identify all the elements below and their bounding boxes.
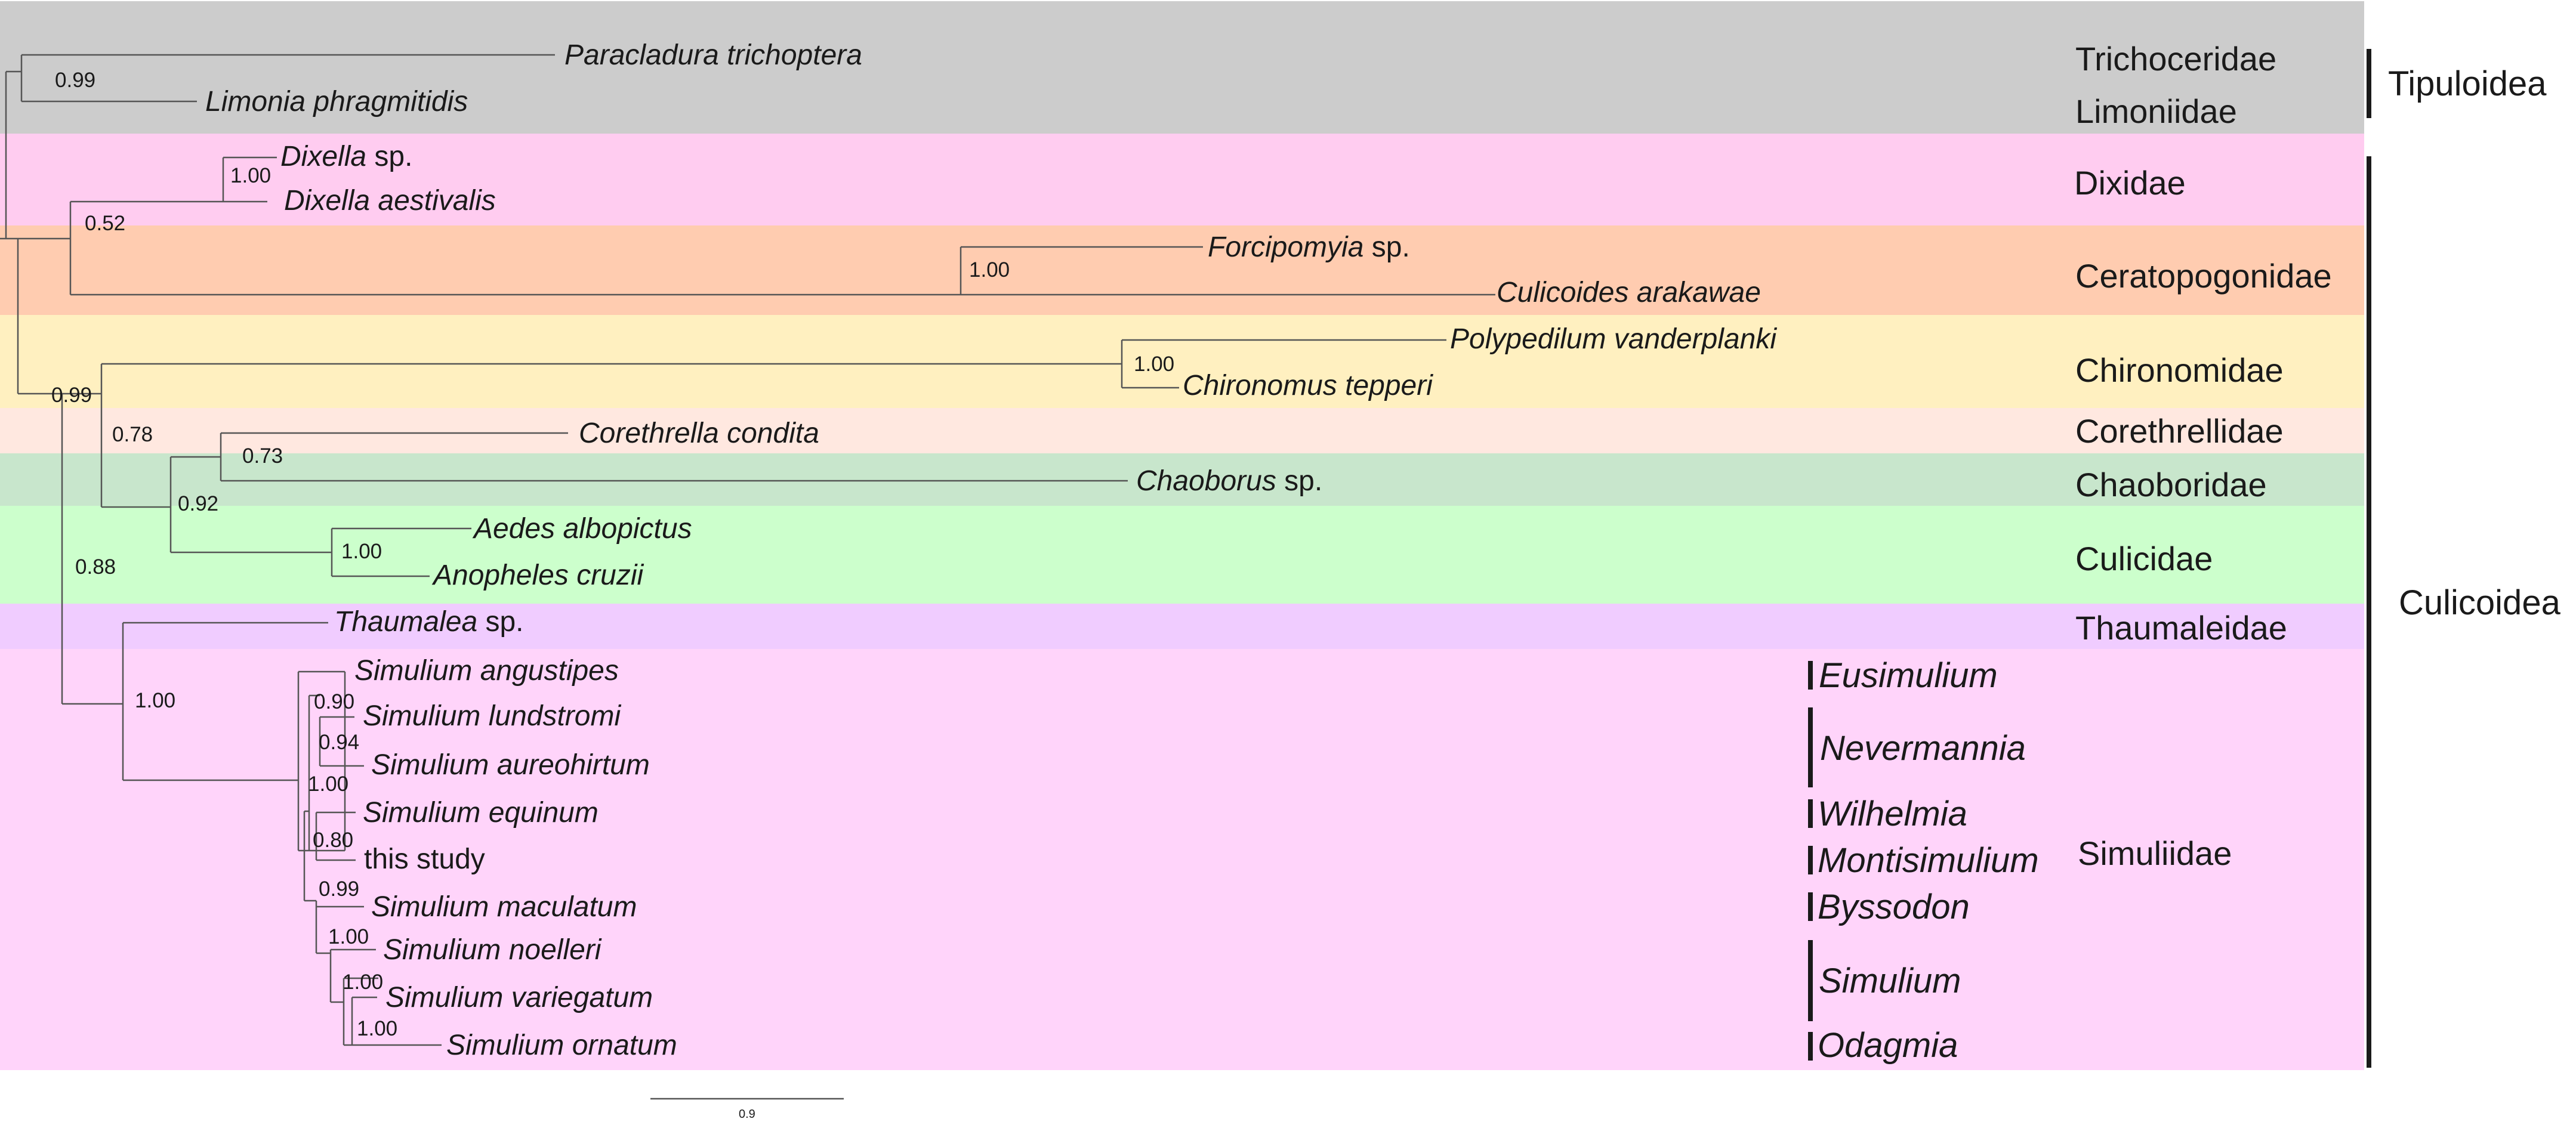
superfamily-label: Tipuloidea bbox=[2388, 64, 2547, 103]
subgenus-label: Simulium bbox=[1819, 962, 1961, 1000]
subgenus-labels: Eusimulium Nevermannia Wilhelmia Montisi… bbox=[1818, 656, 2039, 1065]
support-value: 1.00 bbox=[357, 1017, 397, 1040]
taxon-label: Simulium variegatum bbox=[385, 982, 653, 1013]
support-value: 0.90 bbox=[314, 690, 354, 713]
taxon-label: Dixella sp. bbox=[280, 141, 412, 172]
branch-dixella bbox=[222, 156, 277, 203]
tree-branches bbox=[0, 54, 1495, 1046]
band-tipuloidea bbox=[0, 1, 2364, 134]
band-corethrellidae bbox=[0, 408, 2364, 453]
subgenus-label: Nevermannia bbox=[1820, 729, 2026, 768]
family-label: Chaoboridae bbox=[2075, 466, 2267, 503]
superfamily-label: Culicoidea bbox=[2399, 583, 2561, 622]
support-value: 0.73 bbox=[242, 444, 283, 468]
branch-chironomidae bbox=[1121, 339, 1446, 389]
support-value: 0.94 bbox=[319, 731, 359, 754]
taxon-label: Simulium maculatum bbox=[371, 891, 637, 923]
support-value: 1.00 bbox=[135, 689, 175, 712]
taxon-label: Limonia phragmitidis bbox=[205, 86, 468, 118]
family-label: Corethrellidae bbox=[2075, 412, 2284, 450]
band-chaoboridae bbox=[0, 453, 2364, 506]
branch-culicoidea-core bbox=[61, 392, 123, 705]
band-simuliidae bbox=[0, 649, 2364, 1070]
subgenus-label: Odagmia bbox=[1818, 1026, 1958, 1065]
taxon-label: Polypedilum vanderplanki bbox=[1450, 323, 1777, 355]
taxon-label: Aedes albopictus bbox=[472, 513, 692, 545]
band-thaumaleidae bbox=[0, 604, 2364, 649]
support-value: 0.52 bbox=[85, 212, 125, 235]
branch-angustipes bbox=[309, 672, 346, 852]
taxon-label: Paracladura trichoptera bbox=[564, 39, 862, 71]
branch-thaumalea-simuliidae bbox=[122, 622, 328, 781]
branch-root bbox=[0, 70, 21, 240]
taxon-label: Culicoides arakawae bbox=[1497, 277, 1761, 308]
taxon-label: Thaumalea sp. bbox=[334, 606, 524, 638]
branch-inner-root bbox=[17, 237, 70, 395]
support-value: 1.00 bbox=[308, 772, 348, 796]
support-value: 1.00 bbox=[1134, 353, 1174, 376]
branch-culicomorpha-inner bbox=[169, 456, 332, 554]
branch-nevermannia bbox=[308, 694, 364, 851]
support-value: 1.00 bbox=[230, 164, 271, 187]
support-value: 1.00 bbox=[969, 258, 1010, 282]
branch-chironomidae-group bbox=[100, 363, 1122, 508]
subgenus-label: Byssodon bbox=[1818, 888, 1970, 926]
taxon-labels: Paracladura trichoptera Limonia phragmit… bbox=[205, 39, 1777, 1061]
taxon-label: Dixella aestivalis bbox=[284, 185, 496, 217]
branch-corethrella-chaoborus bbox=[220, 432, 1128, 482]
taxon-label: Forcipomyia sp. bbox=[1208, 231, 1410, 263]
branch-simulium-clade bbox=[329, 948, 376, 1003]
scale-bar-label: 0.9 bbox=[739, 1108, 755, 1121]
family-labels: Trichoceridae Limoniidae Dixidae Ceratop… bbox=[2074, 40, 2332, 872]
branch-dixidae-ceratopogonidae bbox=[69, 200, 961, 296]
taxon-label: Simulium noelleri bbox=[383, 934, 602, 966]
branch-ceratopogonidae bbox=[960, 246, 1495, 296]
taxon-label: Simulium aureohirtum bbox=[371, 749, 650, 781]
branch-variegatum bbox=[343, 977, 378, 1046]
support-value: 1.00 bbox=[341, 540, 382, 563]
branch-culicidae bbox=[331, 527, 471, 577]
taxon-label: Chironomus tepperi bbox=[1183, 370, 1433, 401]
family-label: Ceratopogonidae bbox=[2075, 257, 2332, 295]
band-culicidae bbox=[0, 506, 2364, 604]
family-bands bbox=[0, 1, 2364, 1070]
branch-simuliidae-inner bbox=[303, 810, 316, 902]
family-label: Limoniidae bbox=[2075, 92, 2237, 130]
support-value: 0.80 bbox=[313, 829, 353, 852]
taxon-label: Anopheles cruzii bbox=[431, 560, 644, 591]
family-label: Trichoceridae bbox=[2075, 40, 2276, 78]
support-value: 0.99 bbox=[319, 877, 359, 901]
support-value: 0.92 bbox=[178, 492, 218, 515]
family-label: Culicidae bbox=[2075, 540, 2213, 577]
support-value: 0.88 bbox=[75, 555, 116, 579]
subgenus-label: Wilhelmia bbox=[1818, 795, 1967, 833]
taxon-label: Simulium ornatum bbox=[446, 1030, 677, 1061]
support-value: 0.99 bbox=[55, 69, 95, 92]
taxon-label: Simulium angustipes bbox=[354, 655, 619, 687]
family-label: Chironomidae bbox=[2075, 351, 2284, 389]
support-values: 0.99 1.00 0.52 1.00 1.00 0.99 0.78 0.73 … bbox=[51, 69, 1174, 1040]
support-value: 1.00 bbox=[328, 925, 369, 948]
subgenus-label: Eusimulium bbox=[1819, 656, 1998, 695]
support-value: 1.00 bbox=[343, 970, 383, 994]
taxon-label: Simulium equinum bbox=[363, 797, 599, 829]
subgenus-label: Montisimulium bbox=[1818, 841, 2039, 880]
taxon-label: Simulium lundstromi bbox=[363, 700, 621, 732]
branch-ornatum bbox=[351, 996, 442, 1046]
family-label: Thaumaleidae bbox=[2075, 609, 2287, 647]
branch-equinum-this-study bbox=[315, 811, 356, 954]
family-label: Dixidae bbox=[2074, 164, 2186, 202]
family-label: Simuliidae bbox=[2078, 834, 2232, 872]
band-chironomidae bbox=[0, 315, 2364, 408]
taxon-label: Corethrella condita bbox=[579, 418, 819, 449]
support-value: 0.99 bbox=[51, 384, 92, 407]
taxon-label-this-study: this study bbox=[364, 843, 485, 875]
band-ceratopogonidae bbox=[0, 225, 2364, 315]
band-dixidae bbox=[0, 134, 2364, 225]
support-value: 0.78 bbox=[112, 423, 153, 446]
taxon-label: Chaoborus sp. bbox=[1136, 465, 1322, 497]
branch-tipuloidea bbox=[20, 54, 555, 103]
